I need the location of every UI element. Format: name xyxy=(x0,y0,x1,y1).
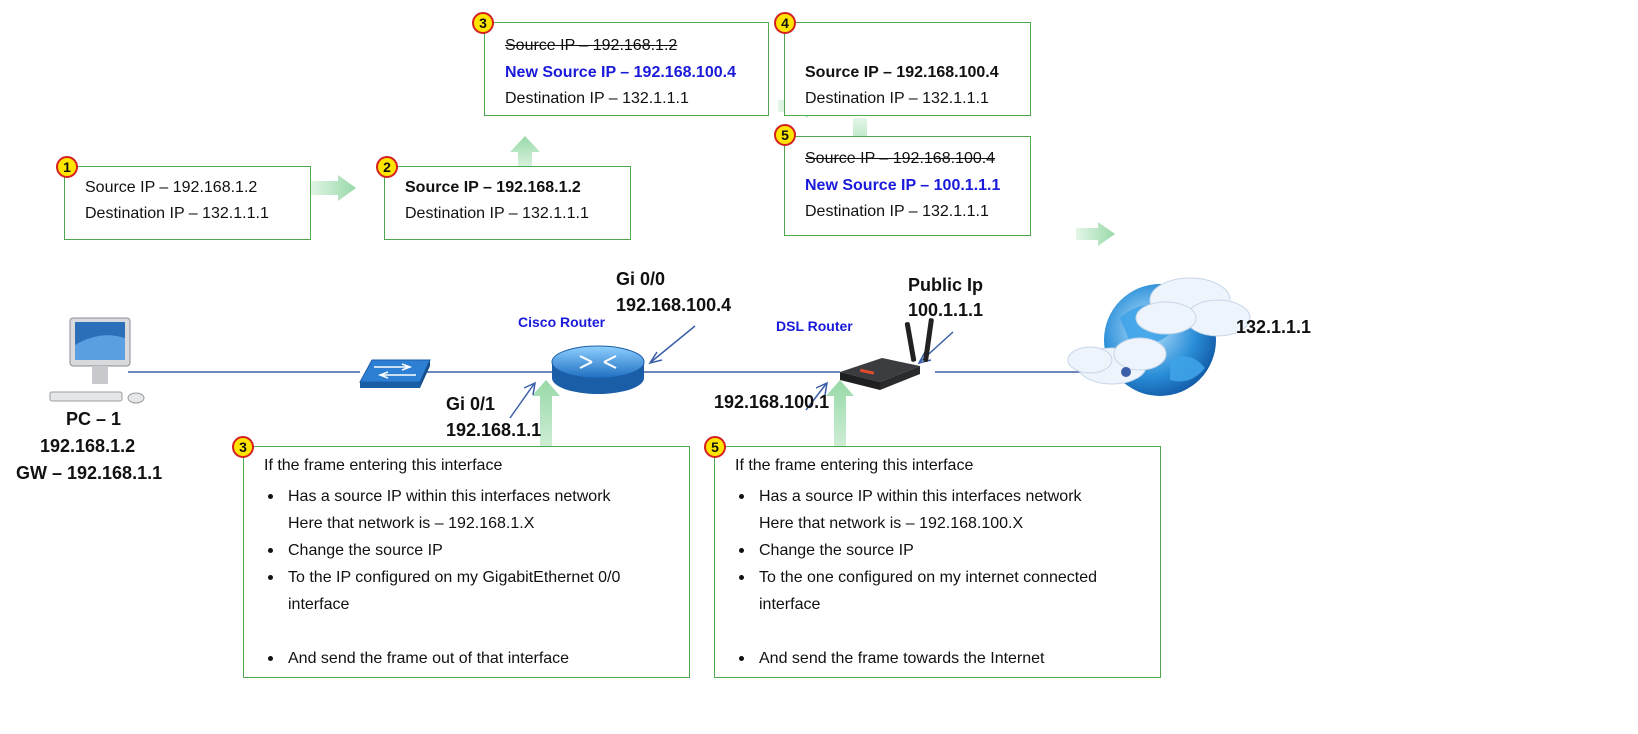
rule-5-heading: If the frame entering this interface xyxy=(735,457,974,474)
pc-icon xyxy=(49,317,145,404)
internet-globe-icon xyxy=(1067,277,1251,396)
packet-4-dst: Destination IP – 132.1.1.1 xyxy=(805,90,989,107)
flow-arrow-rule5-to-dsl xyxy=(826,380,854,475)
flow-arrow-rule3-to-cisco xyxy=(532,380,560,475)
pointer-gi01 xyxy=(509,381,536,419)
rule-5-item-4: And send the frame towards the Internet xyxy=(735,645,1097,672)
nat-rule-box-5: If the frame entering this interface Has… xyxy=(714,446,1161,678)
pointer-dsl-lan xyxy=(805,381,828,411)
packet-3-dst: Destination IP – 132.1.1.1 xyxy=(505,90,689,107)
packet-box-3: Source IP – 192.168.1.2 New Source IP – … xyxy=(484,22,769,116)
rule-5-item-2: Change the source IP xyxy=(735,537,1097,564)
packet-box-1: Source IP – 192.168.1.2 Destination IP –… xyxy=(64,166,311,240)
pointer-gi00 xyxy=(648,325,696,365)
rule-3-heading: If the frame entering this interface xyxy=(264,457,503,474)
gi01-label: Gi 0/1 xyxy=(446,394,496,414)
rule-3-item-1-text: Has a source IP within this interfaces n… xyxy=(288,488,611,505)
cisco-router-icon xyxy=(551,345,645,394)
packet-3-new-src: New Source IP – 192.168.100.4 xyxy=(505,64,736,81)
packet-2-src: Source IP – 192.168.1.2 xyxy=(405,179,581,196)
rule-3-item-2: Change the source IP xyxy=(264,537,620,564)
rule-5-item-3: To the one configured on my internet con… xyxy=(735,564,1097,618)
step-badge-3-rule: 3 xyxy=(232,436,254,458)
rule-3-item-2-text: Change the source IP xyxy=(288,542,443,559)
rule-5-item-4-text: And send the frame towards the Internet xyxy=(759,650,1045,667)
rule-5-item-3-text: To the one configured on my internet con… xyxy=(759,569,1097,586)
packet-3-old-src: Source IP – 192.168.1.2 xyxy=(505,37,678,54)
step-badge-1: 1 xyxy=(56,156,78,178)
rule-5-item-1: Has a source IP within this interfaces n… xyxy=(735,483,1097,537)
rule-3-item-4: And send the frame out of that interface xyxy=(264,645,620,672)
packet-box-5: Source IP – 192.168.100.4 New Source IP … xyxy=(784,136,1031,236)
rule-3-item-4-text: And send the frame out of that interface xyxy=(288,650,570,667)
pc-gateway: GW – 192.168.1.1 xyxy=(16,463,163,483)
flow-arrow-1-to-2 xyxy=(308,175,356,201)
pc-ip: 192.168.1.2 xyxy=(40,436,136,456)
step-badge-2: 2 xyxy=(376,156,398,178)
dsl-router-label: DSL Router xyxy=(776,318,853,334)
rule-5-item-1-sub: Here that network is – 192.168.100.X xyxy=(759,515,1024,532)
rule-3-item-1: Has a source IP within this interfaces n… xyxy=(264,483,620,537)
flow-arrow-2-to-3 xyxy=(510,136,540,172)
step-badge-5-top: 5 xyxy=(774,124,796,146)
packet-2-dst: Destination IP – 132.1.1.1 xyxy=(405,205,589,222)
rule-3-list: Has a source IP within this interfaces n… xyxy=(264,483,620,672)
packet-1-dst: Destination IP – 132.1.1.1 xyxy=(85,205,269,222)
rule-5-list: Has a source IP within this interfaces n… xyxy=(735,483,1097,672)
rule-5-item-3-sub: interface xyxy=(759,596,821,613)
packet-5-new-src: New Source IP – 100.1.1.1 xyxy=(805,177,1001,194)
cisco-router-label: Cisco Router xyxy=(518,314,606,330)
gi00-ip: 192.168.100.4 xyxy=(616,295,732,315)
rule-5-item-2-text: Change the source IP xyxy=(759,542,914,559)
public-ip-label: Public Ip xyxy=(908,275,984,295)
nat-rule-box-3: If the frame entering this interface Has… xyxy=(243,446,690,678)
gi00-label: Gi 0/0 xyxy=(616,269,666,289)
rule-3-item-3-sub: interface xyxy=(288,596,350,613)
step-badge-3-top: 3 xyxy=(472,12,494,34)
packet-5-dst: Destination IP – 132.1.1.1 xyxy=(805,203,989,220)
step-badge-5-rule: 5 xyxy=(704,436,726,458)
rule-3-item-3-text: To the IP configured on my GigabitEthern… xyxy=(288,569,621,586)
pc-name: PC – 1 xyxy=(66,409,122,429)
packet-1-src: Source IP – 192.168.1.2 xyxy=(85,179,258,196)
dsl-lan-ip: 192.168.100.1 xyxy=(714,392,830,412)
packet-5-old-src: Source IP – 192.168.100.4 xyxy=(805,150,996,167)
switch-icon xyxy=(359,359,431,388)
gi01-ip: 192.168.1.1 xyxy=(446,420,542,440)
step-badge-4: 4 xyxy=(774,12,796,34)
public-ip-value: 100.1.1.1 xyxy=(908,300,984,320)
packet-4-src: Source IP – 192.168.100.4 xyxy=(805,64,999,81)
flow-arrow-5-out xyxy=(1076,222,1115,246)
packet-box-4: Source IP – 192.168.100.4 Destination IP… xyxy=(784,22,1031,116)
packet-box-2: Source IP – 192.168.1.2 Destination IP –… xyxy=(384,166,631,240)
rule-3-item-1-sub: Here that network is – 192.168.1.X xyxy=(288,515,535,532)
rule-5-item-1-text: Has a source IP within this interfaces n… xyxy=(759,488,1082,505)
dsl-router-icon xyxy=(840,318,934,390)
rule-3-item-3: To the IP configured on my GigabitEthern… xyxy=(264,564,620,618)
internet-ip: 132.1.1.1 xyxy=(1236,317,1312,337)
